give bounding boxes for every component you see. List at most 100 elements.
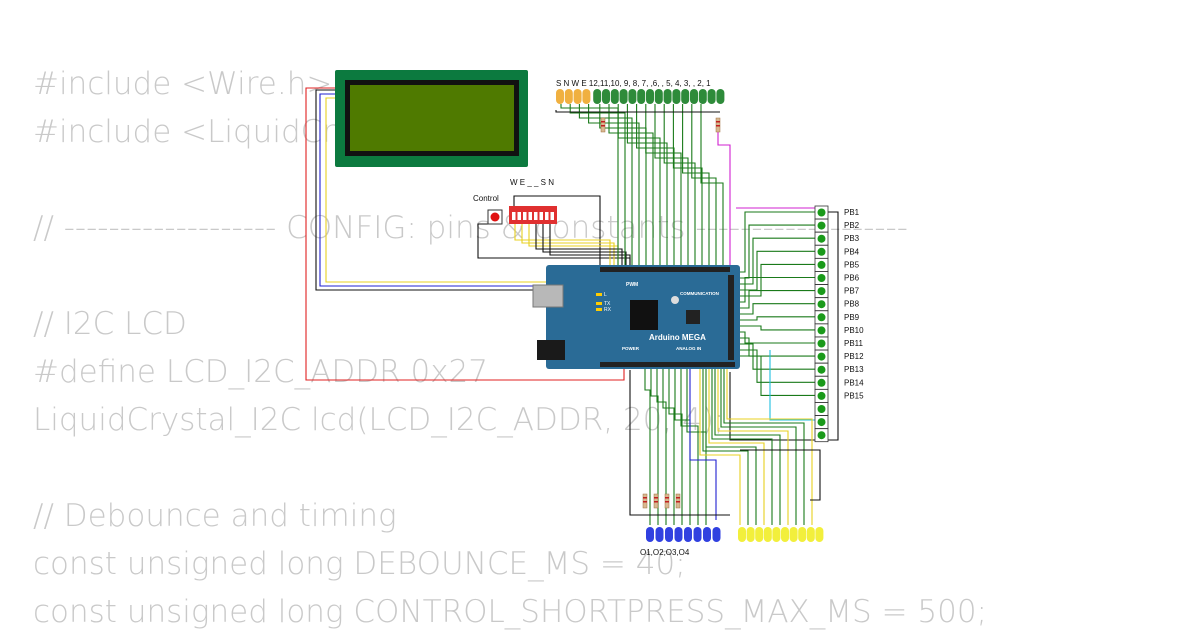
pushbutton-label: PB12	[844, 352, 864, 361]
pushbutton-cap	[817, 313, 826, 322]
wire-top-led	[654, 104, 689, 268]
pushbutton-cap	[817, 418, 826, 427]
resistor-band	[654, 497, 658, 499]
wire-pushbutton	[736, 303, 815, 315]
dip-switch-key	[545, 212, 549, 220]
pushbutton-label: PB9	[844, 313, 860, 322]
bottom-yellow-led	[781, 527, 789, 542]
pushbutton-label: PB6	[844, 274, 860, 283]
wire-top-led	[626, 104, 668, 268]
resistor-band	[643, 501, 647, 503]
wire-top-led	[682, 104, 710, 268]
resistor-band	[676, 501, 680, 503]
wires	[305, 87, 839, 525]
control-button-cap	[490, 212, 500, 222]
top-led	[593, 89, 602, 104]
header-right-digital	[728, 275, 734, 360]
top-led	[564, 89, 573, 104]
wire-top-led	[672, 104, 703, 268]
wire-dip-common	[513, 195, 601, 268]
wire-bottom-blue-led-extra	[689, 368, 717, 520]
code-line: // I2C LCD	[33, 306, 187, 342]
resistor-band	[601, 125, 605, 127]
wire-pushbutton	[736, 263, 815, 297]
wire-top-led	[599, 104, 647, 268]
top-led	[681, 89, 690, 104]
wire-top-led	[588, 104, 640, 268]
wire-dip-switch	[542, 224, 627, 268]
wire-bottom-yellow-led	[708, 368, 765, 525]
resistor-band	[601, 121, 605, 123]
top-led	[619, 89, 628, 104]
wire-dip-switch	[528, 224, 619, 268]
pushbutton-cap	[817, 300, 826, 309]
wire-pushbutton	[736, 211, 815, 273]
top-led	[716, 89, 725, 104]
wire-pushbutton	[736, 349, 815, 383]
wire-pushbutton	[736, 343, 815, 370]
top-led	[690, 89, 698, 104]
pushbutton-cap	[817, 339, 826, 348]
dip-switch-label: W E _ _ S N	[510, 178, 554, 187]
code-line: LiquidCrystal_I2C lcd(LCD_I2C_ADDR, 20, …	[33, 402, 725, 438]
pushbutton-cap	[817, 221, 826, 230]
led-l-indicator	[596, 293, 602, 296]
control-button[interactable]	[487, 209, 503, 225]
reset-button-icon[interactable]	[671, 296, 679, 304]
pushbutton-cap	[817, 378, 826, 387]
board-tx-label: TX	[604, 301, 611, 307]
wire-bottom-yellow-led	[726, 368, 813, 525]
wire-pushbutton-extra	[769, 350, 828, 421]
pushbutton-cap	[817, 287, 826, 296]
wire-bottom-gnd	[629, 370, 730, 516]
arduino-mega-board[interactable]: L TX RX PWM COMMUNICATION Arduino MEGA P…	[532, 265, 740, 369]
wire-lcd-vcc	[305, 87, 625, 381]
pushbutton-cap	[817, 208, 826, 217]
bottom-blue-led-label: O1,O2,O3,O4	[640, 548, 690, 557]
pushbutton-label: PB1	[844, 208, 860, 217]
pushbutton-label: PB2	[844, 221, 860, 230]
pushbutton-cap	[817, 247, 826, 256]
wire-top-led	[569, 104, 626, 268]
bottom-blue-led	[703, 527, 711, 542]
wire-pushbutton	[736, 316, 815, 321]
resistor-band	[665, 497, 669, 499]
pushbutton-label: PB5	[844, 260, 860, 269]
wire-bottom-yellow-led	[723, 368, 805, 525]
dip-switch-key	[534, 212, 538, 220]
pushbutton-cap	[817, 365, 826, 374]
dip-switch-key	[550, 212, 554, 220]
bottom-blue-led	[674, 527, 683, 542]
bottom-yellow-led	[806, 527, 815, 542]
wire-pushbutton	[736, 250, 815, 291]
wire-top-led	[700, 104, 724, 268]
wire-bottom-yellow-led	[717, 368, 789, 525]
wire-pushbutton	[736, 325, 815, 331]
wire-dip-switch	[514, 224, 611, 268]
dip-switch-key	[512, 212, 516, 220]
wire-top-led	[578, 104, 633, 268]
bottom-yellow-led	[755, 527, 764, 542]
power-jack	[537, 340, 565, 360]
code-line: // ------------------- CONFIG: pins & co…	[33, 210, 908, 246]
dip-switch[interactable]	[509, 206, 557, 224]
dip-switch-key	[517, 212, 521, 220]
wire-bottom-yellow-gnd	[740, 449, 821, 501]
board-rx-label: RX	[604, 307, 612, 313]
mcu-chip	[630, 300, 658, 330]
bottom-blue-led	[712, 527, 721, 542]
lcd-display[interactable]	[335, 70, 528, 167]
dip-switch-key	[523, 212, 527, 220]
bottom-blue-led	[684, 527, 692, 542]
top-led	[663, 89, 672, 104]
top-led	[672, 89, 681, 104]
wire-bottom-yellow-led	[705, 368, 757, 525]
pushbutton-cap	[817, 431, 826, 440]
top-led-labels: S N W E 12,11,10, 9, 8, 7, ,6, , 5, 4, 3…	[556, 79, 711, 88]
wire-bottom-yellow-led	[720, 368, 797, 525]
pushbutton-cap	[817, 391, 826, 400]
top-led	[707, 89, 716, 104]
top-led	[628, 89, 637, 104]
wire-pushbutton	[736, 355, 815, 396]
